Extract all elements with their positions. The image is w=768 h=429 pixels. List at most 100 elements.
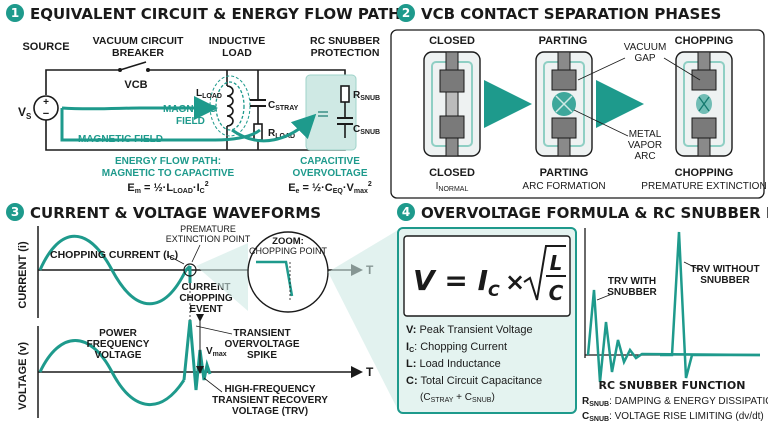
- parting-top-label: PARTING: [539, 35, 588, 47]
- trv-with-snubber-waveform: [586, 289, 761, 383]
- premature-leader: [191, 244, 201, 263]
- vcb-contact-left: [118, 68, 122, 72]
- coil-magnetic-field-label-line2: FIELD: [176, 116, 205, 127]
- hf-trv-leader: [203, 377, 223, 393]
- chop-point-marker: [183, 263, 197, 277]
- vcb-chopping-illustration: [675, 51, 733, 157]
- csnub-function: CSNUB: VOLTAGE RISE LIMITING (dv/dt): [582, 411, 764, 423]
- csnub-label: CSNUB: [353, 124, 380, 136]
- voltage-waveform: [38, 339, 186, 407]
- closed-current-label: INORMAL: [436, 181, 469, 193]
- closed-top-label: CLOSED: [429, 35, 475, 47]
- rsnub-function: RSNUB: DAMPING & ENERGY DISSIPATION: [582, 396, 768, 408]
- breaker-label-line1: VACUUM CIRCUIT: [93, 35, 184, 47]
- formula-v-ic: V = IC: [413, 264, 500, 300]
- chopping-sub-label: PREMATURE EXTINCTION: [641, 181, 766, 192]
- voltage-axis-label: VOLTAGE (v): [17, 342, 29, 410]
- source-minus-icon: −: [43, 108, 49, 120]
- panel-2-number: 2: [402, 6, 410, 20]
- panel-1-number: 1: [11, 6, 19, 20]
- inductive-label-line2: LOAD: [222, 47, 252, 59]
- panel-1-number-badge: [6, 4, 24, 22]
- current-chop-event-line2: CHOPPING: [179, 293, 233, 304]
- energy-flow-arrow-lower: [60, 108, 261, 142]
- inductive-label-line1: INDUCTIVE: [209, 35, 266, 47]
- transient-overvoltage-leader: [195, 325, 233, 335]
- hf-trv-line1: HIGH-FREQUENCY: [224, 384, 315, 395]
- vmax-label: Vmax: [206, 346, 227, 358]
- zoom-label-line2: CHOPPING POINT: [249, 246, 328, 256]
- panel-vcb-contact-phases: 2 VCB CONTACT SEPARATION PHASES CLOSED P…: [390, 4, 767, 199]
- power-frequency-line1: POWER: [99, 328, 138, 339]
- source-plus-icon: +: [43, 97, 49, 108]
- voltage-source-symbol: [33, 95, 59, 121]
- metal-vapor-label-line1: METAL: [629, 129, 662, 140]
- ee-formula: Ee = ½·CEQ·Vmax2: [288, 181, 372, 195]
- snubber-label-line2: PROTECTION: [311, 47, 380, 59]
- vcb-switch: [119, 61, 147, 71]
- current-axis-label: CURRENT (i): [17, 241, 29, 309]
- energy-flow-label-line1: ENERGY FLOW PATH:: [115, 156, 221, 167]
- panel-formula-snubber: 4 OVERVOLTAGE FORMULA & RC SNUBBER FUNCT…: [328, 203, 768, 423]
- trv-without-snubber-waveform: [660, 231, 760, 379]
- hf-trv-line3: VOLTAGE (TRV): [232, 406, 308, 417]
- metal-vapor-leader: [573, 109, 629, 137]
- panel-3-number: 3: [11, 205, 19, 219]
- metal-vapor-label-line3: ARC: [634, 151, 655, 162]
- panel-4-number-badge: [397, 203, 415, 221]
- metal-vapor-label-line2: VAPOR: [628, 140, 662, 151]
- trv-without-leader: [683, 261, 701, 271]
- vs-label: VS: [18, 105, 32, 121]
- rc-function-title: RC SNUBBER FUNCTION: [599, 379, 746, 392]
- vcb-label: VCB: [124, 79, 147, 91]
- zoom-waveform: [256, 260, 294, 297]
- chopping-bottom-label: CHOPPING: [675, 167, 734, 179]
- rsnub-label: RSNUB: [353, 90, 380, 102]
- vacuum-gap-label-line2: GAP: [634, 53, 655, 64]
- parting-bottom-label: PARTING: [540, 167, 589, 179]
- panel-2-frame: [390, 29, 765, 199]
- panel-2-title: VCB CONTACT SEPARATION PHASES: [421, 5, 721, 23]
- panel-equivalent-circuit: 1 EQUIVALENT CIRCUIT & ENERGY FLOW PATH …: [6, 4, 401, 195]
- trv-with-leader: [596, 293, 613, 301]
- current-waveform: [38, 234, 192, 306]
- hf-trv-line2: TRANSIENT RECOVERY: [212, 395, 328, 406]
- trv-without-label-line2: SNUBBER: [700, 275, 750, 286]
- current-chop-event-line3: EVENT: [189, 304, 222, 315]
- chopping-current-label: CHOPPING CURRENT (IC): [50, 249, 178, 262]
- vcb-closed-illustration: [423, 51, 481, 157]
- formula-callout-beam: [328, 230, 398, 410]
- vacuum-gap-label-line1: VACUUM: [624, 42, 667, 53]
- panel-waveforms: 3 CURRENT & VOLTAGE WAVEFORMS CURRENT (i…: [6, 203, 374, 418]
- formula-box: [403, 235, 571, 317]
- energy-flow-arrow-to-snubber: [231, 113, 317, 143]
- sqrt-symbol-icon: [523, 245, 566, 301]
- trv-without-label-line1: TRV WITHOUT: [690, 264, 759, 275]
- def-c-components: (CSTRAY + CSNUB): [420, 392, 495, 404]
- panel-1-title: EQUIVALENT CIRCUIT & ENERGY FLOW PATH: [30, 5, 401, 23]
- power-frequency-line2: FREQUENCY: [87, 339, 150, 350]
- capacitive-overvoltage-line2: OVERVOLTAGE: [292, 168, 367, 179]
- breaker-label-line2: BREAKER: [112, 47, 164, 59]
- trv-with-label-line2: SNUBBER: [607, 287, 657, 298]
- capacitive-overvoltage-line1: CAPACITIVE: [300, 156, 360, 167]
- panel-3-title: CURRENT & VOLTAGE WAVEFORMS: [30, 204, 321, 222]
- source-label: SOURCE: [22, 41, 69, 53]
- def-v: V: Peak Transient Voltage: [406, 324, 533, 336]
- zoom-label-line1: ZOOM:: [272, 236, 304, 247]
- panel-4-title: OVERVOLTAGE FORMULA & RC SNUBBER FUNCTIO…: [421, 204, 768, 222]
- def-i: IC: Chopping Current: [406, 341, 507, 354]
- panel-2-number-badge: [397, 4, 415, 22]
- vacuum-gap-leader: [577, 57, 626, 81]
- em-formula: Em = ½·LLOAD·IC2: [127, 181, 208, 195]
- panel-3-number-badge: [6, 203, 24, 221]
- energy-flow-arrow-upper: [61, 96, 218, 120]
- power-frequency-line3: VOLTAGE: [95, 350, 142, 361]
- trv-with-label-line1: TRV WITH: [608, 276, 656, 287]
- snubber-label-line1: RC SNUBBER: [310, 35, 380, 47]
- rsnub-resistor: [340, 85, 350, 103]
- zoom-beam: [196, 243, 248, 311]
- transient-overvoltage-line2: OVERVOLTAGE: [224, 339, 299, 350]
- vcb-parting-illustration: [535, 51, 593, 157]
